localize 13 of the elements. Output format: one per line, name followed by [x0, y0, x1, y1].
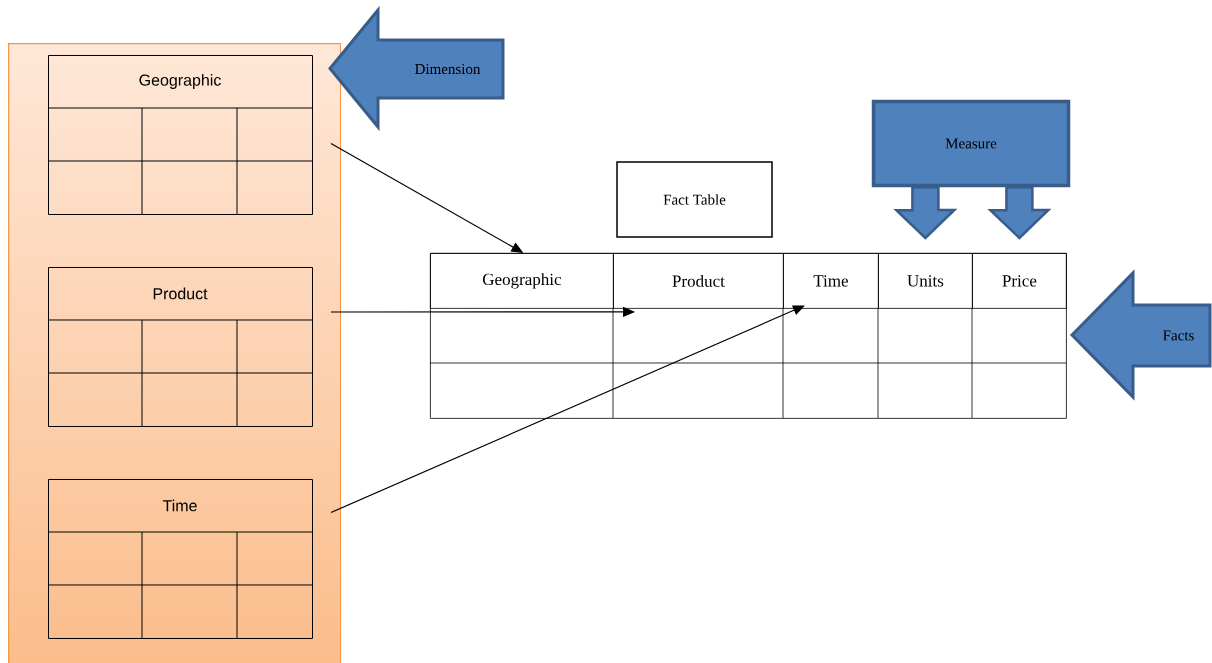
header-cell: Time [783, 253, 879, 309]
panel [8, 43, 342, 663]
measure-box: Measure [871, 99, 1071, 188]
header-cell: Product [613, 253, 784, 309]
block-arrow [987, 185, 1052, 240]
block-arrow [893, 185, 958, 240]
header-cell: Units [878, 253, 973, 309]
header-cell: Geographic [430, 253, 614, 309]
dimension-table: Time [47, 479, 313, 639]
dimension-table: Product [47, 267, 313, 427]
label-box: Fact Table [616, 161, 773, 238]
header-cell: Price [972, 253, 1067, 309]
dimension-table: Geographic [47, 55, 313, 215]
